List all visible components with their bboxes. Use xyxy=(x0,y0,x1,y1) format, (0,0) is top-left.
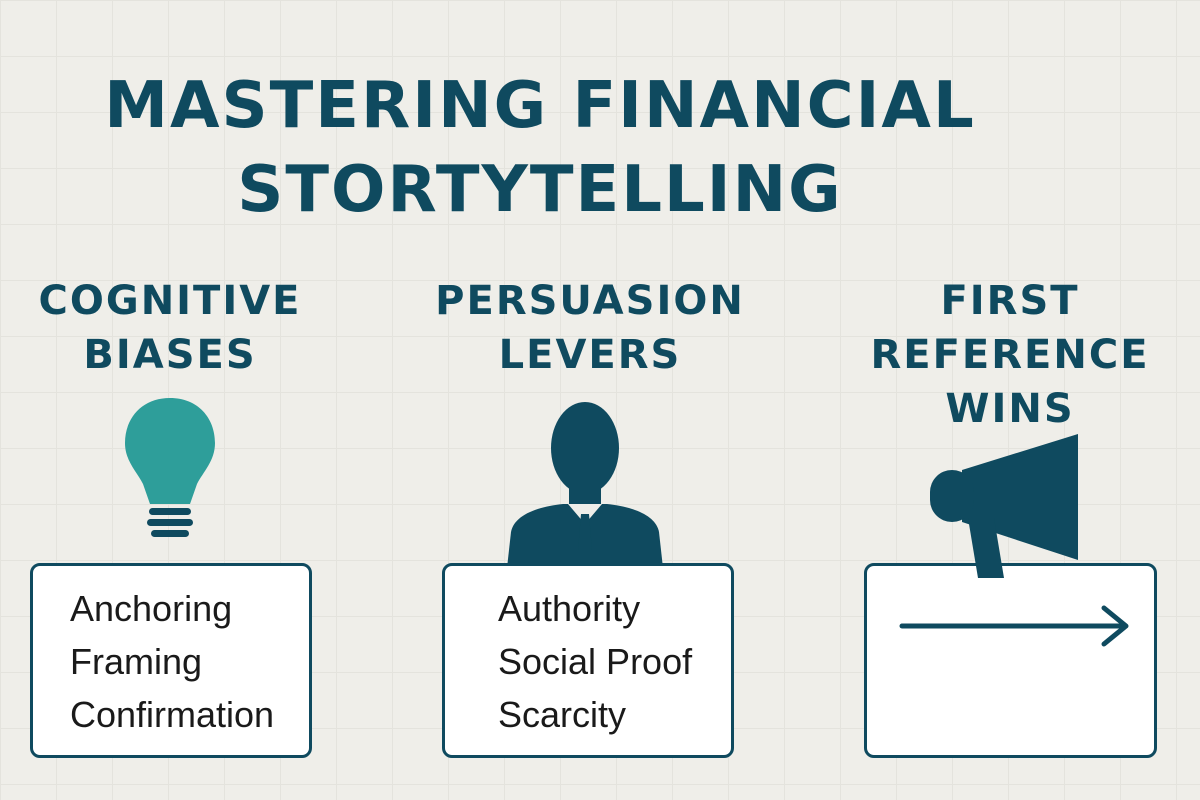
list-item: Anchoring xyxy=(70,588,233,629)
page-title-line-1: MASTERING FINANCIAL xyxy=(104,69,976,143)
heading-line: LEVERS xyxy=(498,332,682,378)
heading-cognitive-biases: COGNITIVE BIASES xyxy=(20,274,320,382)
heading-line: PERSUASION xyxy=(435,278,745,324)
list-item: Scarcity xyxy=(498,694,627,735)
person-icon xyxy=(507,402,663,568)
list-item: Social Proof xyxy=(498,641,693,682)
heading-line: BIASES xyxy=(83,332,257,378)
megaphone-icon xyxy=(930,434,1078,578)
levers-list: Authority Social Proof Scarcity xyxy=(498,582,692,741)
heading-line: COGNITIVE xyxy=(38,278,302,324)
lightbulb-icon xyxy=(125,398,215,537)
arrow-right-icon xyxy=(899,605,1129,647)
levers-box xyxy=(442,563,734,758)
biases-list: Anchoring Framing Confirmation xyxy=(70,582,274,741)
list-item: Authority xyxy=(498,588,641,629)
biases-box xyxy=(30,563,312,758)
heading-line: FIRST xyxy=(940,278,1080,324)
page-title-line-2: STORTYTELLING xyxy=(237,153,843,227)
heading-line: REFERENCE xyxy=(870,332,1150,378)
heading-line: WINS xyxy=(945,386,1075,432)
list-item: Framing xyxy=(70,641,203,682)
heading-first-reference-wins: FIRST REFERENCE WINS xyxy=(860,274,1160,436)
heading-persuasion-levers: PERSUASION LEVERS xyxy=(430,274,750,382)
list-item: Confirmation xyxy=(70,694,275,735)
first-reference-box xyxy=(864,563,1157,758)
